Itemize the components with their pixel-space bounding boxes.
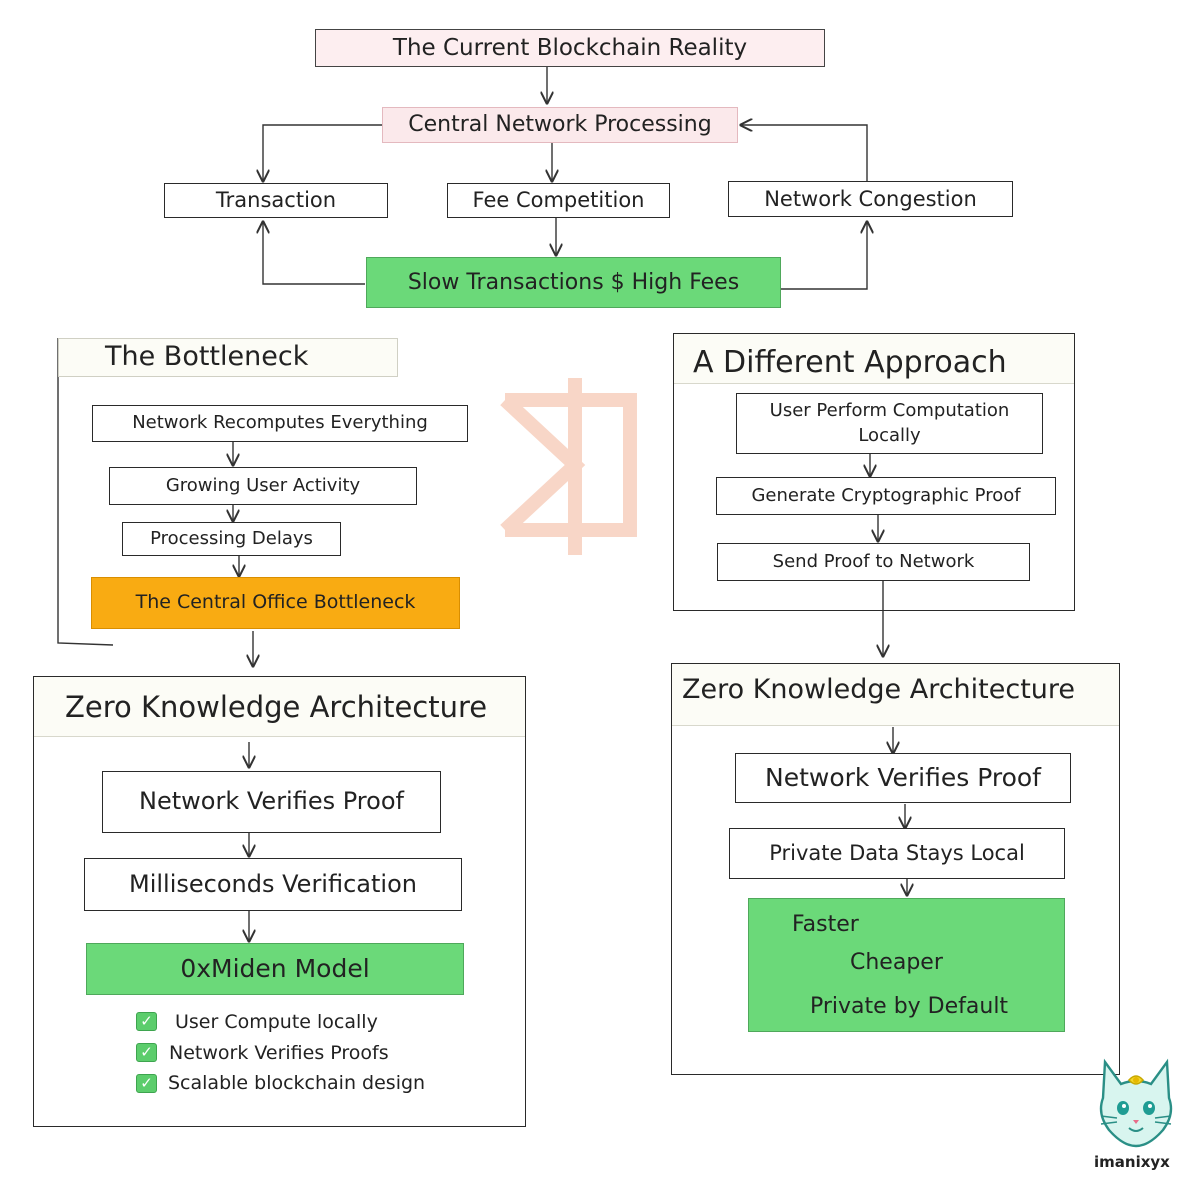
zk-left-container (33, 676, 526, 1127)
arrow-congestion-to-central (741, 125, 868, 181)
signature-text: imanixyx (1094, 1153, 1170, 1171)
zk-right-verify-box: Network Verifies Proof (735, 753, 1071, 803)
user-compute-line1: User Perform Computation (769, 399, 1010, 421)
processing-delays-box: Processing Delays (122, 522, 341, 556)
zk-right-container (671, 663, 1120, 1075)
title-text: The Current Blockchain Reality (392, 34, 748, 61)
arrow-slow-to-congestion (781, 222, 867, 290)
central-office-box: The Central Office Bottleneck (91, 577, 460, 629)
growing-activity-box: Growing User Activity (109, 467, 417, 505)
cat-logo-icon (1099, 1058, 1173, 1148)
private-data-text: Private Data Stays Local (769, 841, 1025, 866)
check-icon-2: ✓ (136, 1043, 157, 1062)
network-congestion-text: Network Congestion (764, 186, 977, 211)
checklist-item-2: Network Verifies Proofs (169, 1042, 389, 1064)
processing-delays-text: Processing Delays (150, 527, 313, 549)
send-proof-box: Send Proof to Network (717, 543, 1030, 581)
benefit-cheaper: Cheaper (850, 950, 943, 975)
approach-title: A Different Approach (693, 345, 1007, 380)
bottleneck-title: The Bottleneck (105, 341, 309, 372)
zk-left-ms-text: Milliseconds Verification (129, 869, 417, 898)
transaction-box: Transaction (164, 183, 388, 218)
central-processing-box: Central Network Processing (382, 107, 738, 143)
checklist-item-3: Scalable blockchain design (168, 1072, 426, 1094)
slow-transactions-text: Slow Transactions $ High Fees (407, 269, 740, 295)
zk-right-header (672, 664, 1119, 726)
user-compute-box: User Perform Computation Locally (736, 393, 1043, 454)
zk-right-title: Zero Knowledge Architecture (682, 674, 1076, 705)
zk-left-ms-box: Milliseconds Verification (84, 858, 462, 911)
model-box: 0xMiden Model (86, 943, 464, 995)
growing-activity-text: Growing User Activity (165, 474, 361, 496)
zk-right-verify-text: Network Verifies Proof (765, 762, 1041, 792)
benefit-faster: Faster (792, 912, 859, 937)
user-compute-line2: Locally (858, 424, 921, 446)
arrow-central-to-transaction (263, 124, 382, 181)
zk-left-header (34, 677, 525, 737)
recomputes-text: Network Recomputes Everything (132, 412, 428, 434)
send-proof-text: Send Proof to Network (772, 550, 975, 572)
checklist-item-1: User Compute locally (175, 1011, 378, 1033)
generate-proof-text: Generate Cryptographic Proof (751, 484, 1021, 506)
check-icon-3: ✓ (136, 1074, 157, 1093)
zk-left-verify-text: Network Verifies Proof (139, 787, 404, 816)
model-text: 0xMiden Model (180, 953, 370, 983)
zk-left-verify-box: Network Verifies Proof (102, 771, 441, 833)
slow-transactions-box: Slow Transactions $ High Fees (366, 257, 781, 308)
benefits-box: Faster Cheaper Private by Default (748, 898, 1065, 1032)
benefit-private: Private by Default (810, 994, 1009, 1019)
check-icon-1: ✓ (136, 1012, 157, 1031)
transaction-text: Transaction (215, 188, 337, 213)
arrow-slow-to-transaction (263, 222, 365, 285)
central-office-text: The Central Office Bottleneck (135, 591, 416, 614)
central-processing-text: Central Network Processing (408, 112, 712, 138)
fee-competition-box: Fee Competition (447, 183, 670, 218)
approach-header (674, 334, 1074, 384)
generate-proof-box: Generate Cryptographic Proof (716, 477, 1056, 515)
recomputes-box: Network Recomputes Everything (92, 405, 468, 442)
bottleneck-header (58, 338, 398, 377)
approach-container (673, 333, 1075, 611)
watermark-logo (500, 378, 637, 555)
fee-competition-text: Fee Competition (472, 188, 645, 213)
network-congestion-box: Network Congestion (728, 181, 1013, 217)
title-box: The Current Blockchain Reality (315, 29, 825, 67)
zk-left-title: Zero Knowledge Architecture (65, 690, 488, 724)
private-data-box: Private Data Stays Local (729, 828, 1065, 879)
